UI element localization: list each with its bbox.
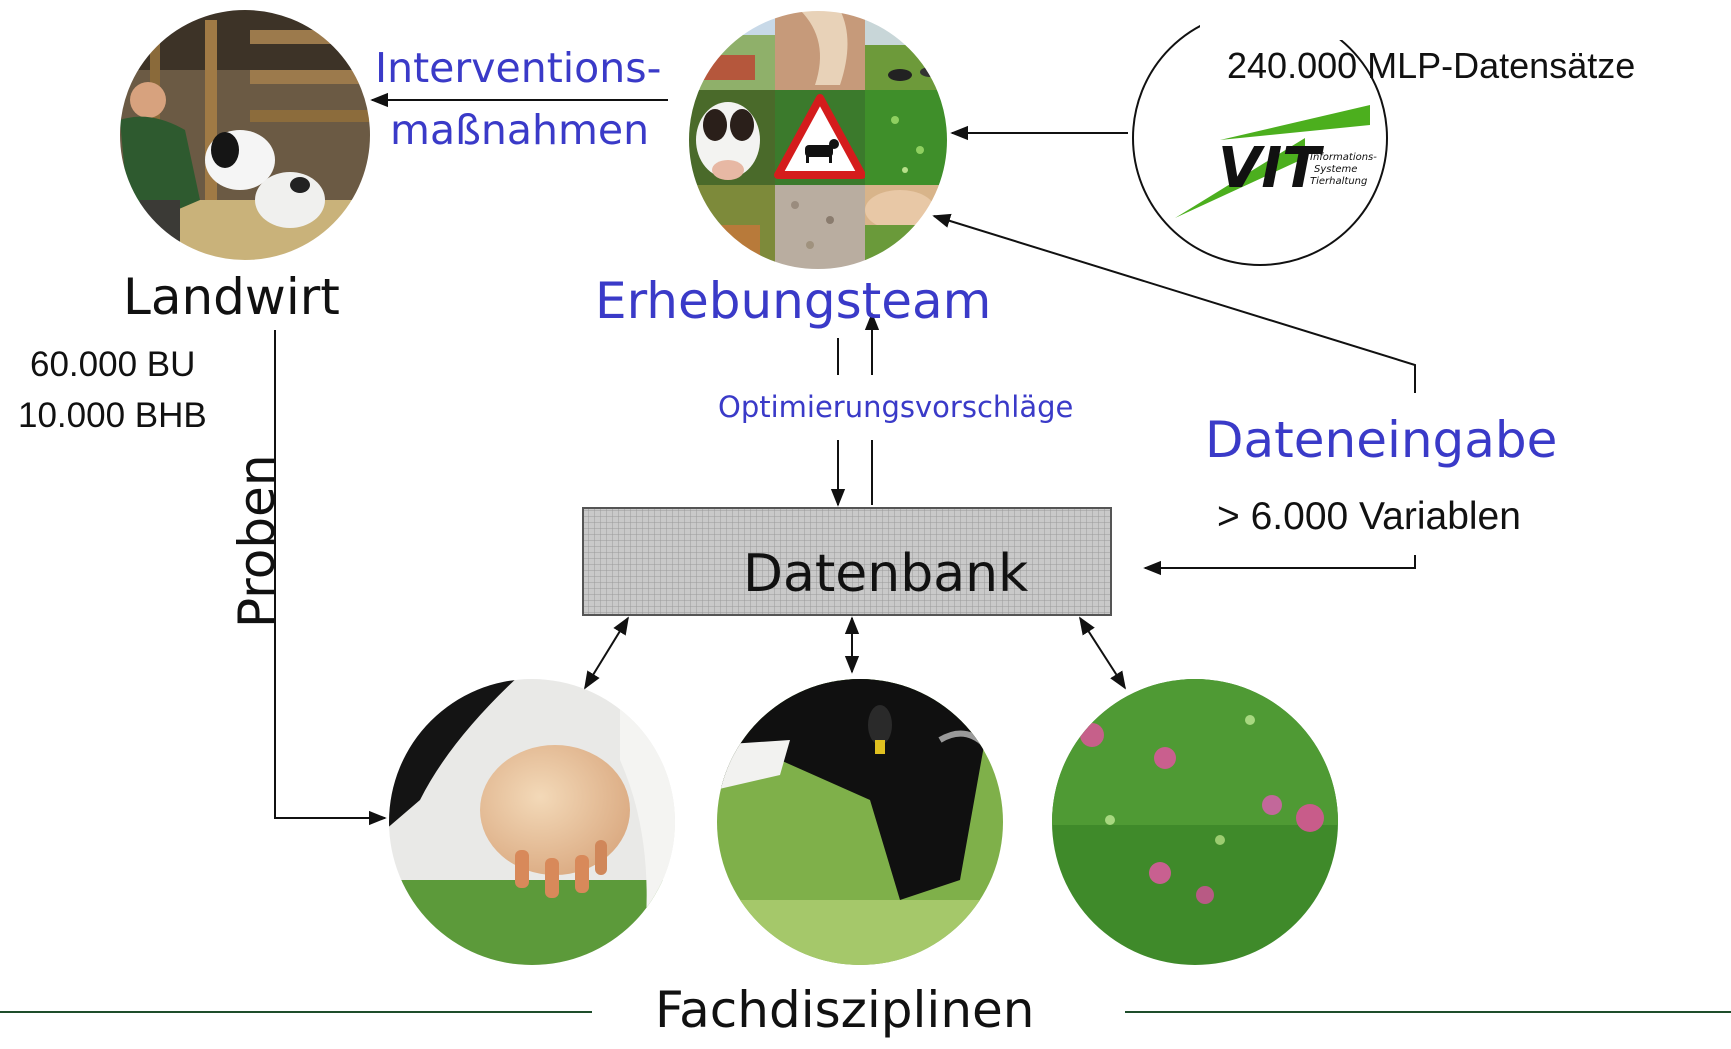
bu-count-label: 60.000 BU [30, 345, 196, 384]
vit-logo-sub1: Informations- [1310, 152, 1377, 163]
interventions-label-line1: Interventions- [375, 44, 662, 92]
grazing-cow-photo [717, 679, 1003, 965]
erhebungsteam-label: Erhebungsteam [595, 272, 992, 330]
edge-dateneingabe-to-erhebungsteam [932, 213, 1416, 393]
datenbank-box [582, 507, 1112, 616]
interventions-label-line2: maßnahmen [390, 106, 650, 154]
dateneingabe-label: Dateneingabe [1205, 411, 1558, 469]
vit-logo-text: VIT [1218, 136, 1324, 201]
fachdisziplinen-label: Fachdisziplinen [655, 981, 1035, 1039]
vit-logo-sub3: Tierhaltung [1310, 176, 1367, 187]
vit-records-label: 240.000 MLP-Datensätze [1227, 45, 1636, 86]
vit-source-circle [1132, 0, 1410, 266]
variablen-label: > 6.000 Variablen [1217, 495, 1521, 538]
datenbank-label: Datenbank [743, 544, 1029, 604]
bhb-count-label: 10.000 BHB [18, 396, 207, 435]
clover-grassland-photo [1052, 679, 1338, 965]
udder-photo [389, 679, 675, 965]
landwirt-label: Landwirt [123, 268, 340, 326]
landwirt-photo [119, 9, 371, 261]
vit-logo-icon: VIT Informations- Systeme Tierhaltung [1175, 105, 1377, 218]
erhebungsteam-collage [688, 10, 948, 270]
edge-dateneingabe-to-datenbank [1143, 555, 1416, 576]
optimierung-label: Optimierungsvorschläge [718, 390, 1074, 424]
edge-datenbank-udder [584, 616, 629, 690]
vit-logo-sub2: Systeme [1314, 164, 1357, 175]
edge-datenbank-clover [1079, 616, 1126, 690]
proben-label: Proben [228, 454, 286, 628]
edge-proben [274, 330, 387, 826]
